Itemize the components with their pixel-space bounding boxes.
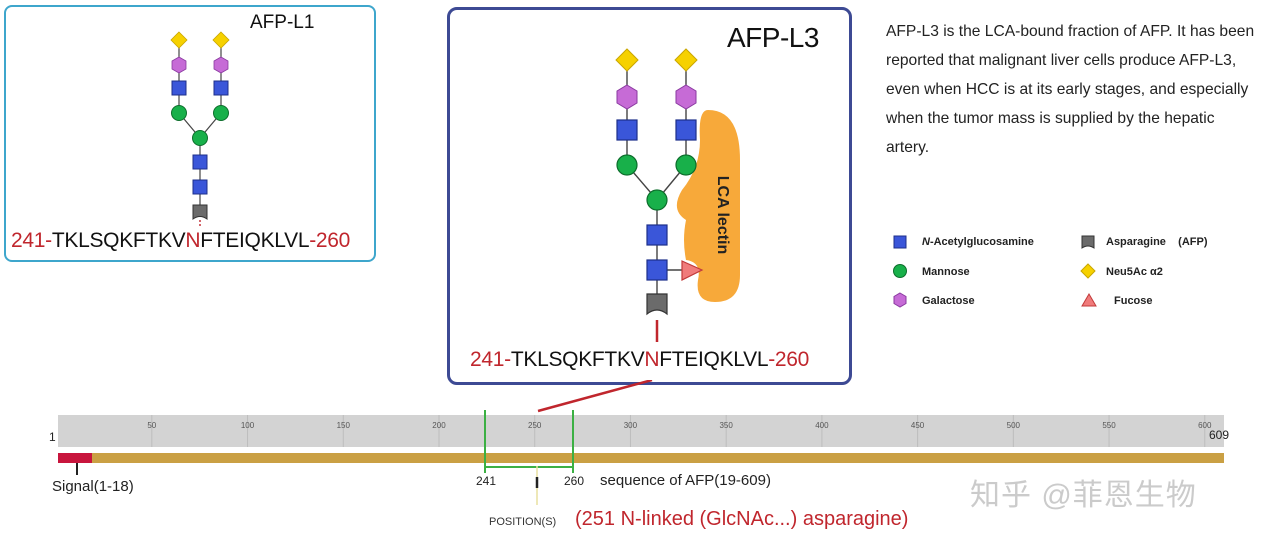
ruler-tick-label: 450 [911, 421, 925, 430]
ruler-tick-label: 50 [147, 421, 156, 430]
lca-lectin-label: LCA lectin [714, 176, 731, 255]
glycosylation-site: N [644, 348, 660, 371]
ruler-tick-label: 550 [1102, 421, 1116, 430]
neu5ac-icon [1080, 263, 1096, 279]
fucose-icon [1081, 293, 1097, 307]
site-connector-line [537, 380, 653, 413]
galactose-icon [675, 84, 697, 110]
ruler-tick-label: 150 [337, 421, 351, 430]
legend-neu5ac: Neu5Ac α2 [1106, 266, 1163, 278]
mannose-icon [171, 105, 187, 121]
legend-asparagine-suffix: (AFP) [1178, 236, 1208, 248]
legend-glcnac-text: -Acetylglucosamine [929, 236, 1034, 248]
sequence-label: sequence of AFP(19-609) [600, 472, 771, 489]
seq-end-label: -260 [768, 348, 810, 371]
afp-l1-title: AFP-L1 [250, 12, 315, 33]
glcnac-icon [646, 259, 668, 281]
afp-l1-panel [4, 5, 376, 262]
neu5ac-icon [674, 48, 698, 72]
ruler-tick-label: 600 [1198, 421, 1212, 430]
seq-after: FTEIQKLVL [200, 229, 310, 252]
glcnac-icon [192, 154, 208, 170]
legend-asparagine: Asparagine (AFP) [1106, 236, 1207, 248]
legend-fucose: Fucose [1114, 295, 1153, 307]
glcnac-icon [192, 179, 208, 195]
fucose-icon [681, 260, 704, 281]
signal-label: Signal(1-18) [52, 478, 134, 495]
region-bracket [484, 410, 574, 473]
legend: N-Acetylglucosamine Mannose Galactose As… [890, 230, 1260, 320]
afp-l3-title: AFP-L3 [727, 22, 819, 53]
seq-before: TKLSQKFTKV [510, 348, 645, 371]
watermark: 知乎 @菲恩生物 [970, 479, 1197, 512]
lca-lectin-shape [676, 110, 740, 302]
afp-l3-glycan: LCA lectin [615, 48, 740, 342]
legend-glcnac: N-Acetylglucosamine [922, 236, 1034, 248]
track-end-label: 609 [1209, 428, 1230, 442]
legend-asparagine-text: Asparagine [1106, 236, 1166, 248]
legend-galactose: Galactose [922, 295, 975, 307]
glcnac-icon [171, 80, 187, 96]
mannose-icon [893, 264, 907, 278]
position-value: (251 N-linked (GlcNAc...) asparagine) [575, 508, 909, 530]
mannose-icon [192, 130, 208, 146]
glcnac-icon [646, 224, 668, 246]
region-start-label: 241 [476, 474, 497, 488]
asparagine-icon [1081, 235, 1095, 249]
seq-after: FTEIQKLVL [659, 348, 769, 371]
ruler-tick-label: 250 [528, 421, 542, 430]
ruler-tick-label: 500 [1007, 421, 1021, 430]
description-text: AFP-L3 is the LCA-bound fraction of AFP.… [886, 23, 1255, 156]
mannose-icon [616, 154, 638, 176]
glcnac-icon [213, 80, 229, 96]
ruler-ticks: 50 100 150 200 250 300 350 400 450 500 550 600 [147, 415, 1212, 447]
track-start-label: 1 [49, 430, 56, 444]
mannose-icon [213, 105, 229, 121]
ruler-tick-label: 100 [241, 421, 255, 430]
region-end-label: 260 [564, 474, 585, 488]
afp-l1-glycan [170, 31, 230, 228]
seq-start-label: 241- [11, 229, 52, 252]
glcnac-icon [675, 119, 697, 141]
mannose-icon [646, 189, 668, 211]
galactose-icon [893, 292, 907, 308]
seq-start-label: 241- [470, 348, 511, 371]
ruler-tick-label: 200 [432, 421, 446, 430]
glcnac-icon [616, 119, 638, 141]
neu5ac-icon [170, 31, 188, 49]
legend-mannose: Mannose [922, 266, 970, 278]
asparagine-icon [646, 293, 668, 316]
glcnac-icon [893, 235, 907, 249]
glycosylation-site: N [185, 229, 201, 252]
neu5ac-icon [212, 31, 230, 49]
seq-end-label: -260 [309, 229, 351, 252]
galactose-icon [213, 56, 229, 74]
mannose-icon [675, 154, 697, 176]
afp-l3-panel [447, 7, 852, 385]
sequence-track: 50 100 150 200 250 300 350 400 450 500 550 600 [58, 380, 1224, 505]
signal-bar [58, 453, 92, 463]
neu5ac-icon [615, 48, 639, 72]
asparagine-icon [192, 204, 208, 220]
ruler-tick-label: 350 [719, 421, 733, 430]
ruler-tick-label: 300 [624, 421, 638, 430]
position-label: POSITION(S) [489, 516, 557, 528]
afp-l1-sequence: 241-TKLSQKFTKVNFTEIQKLVL-260 [11, 229, 350, 253]
galactose-icon [171, 56, 187, 74]
ruler-tick-label: 400 [815, 421, 829, 430]
galactose-icon [616, 84, 638, 110]
legend-glcnac-italic: N [922, 236, 930, 248]
ruler-bar [58, 415, 1224, 447]
seq-before: TKLSQKFTKV [51, 229, 186, 252]
chain-bar [58, 453, 1224, 463]
afp-l3-sequence: 241-TKLSQKFTKVNFTEIQKLVL-260 [470, 348, 809, 372]
